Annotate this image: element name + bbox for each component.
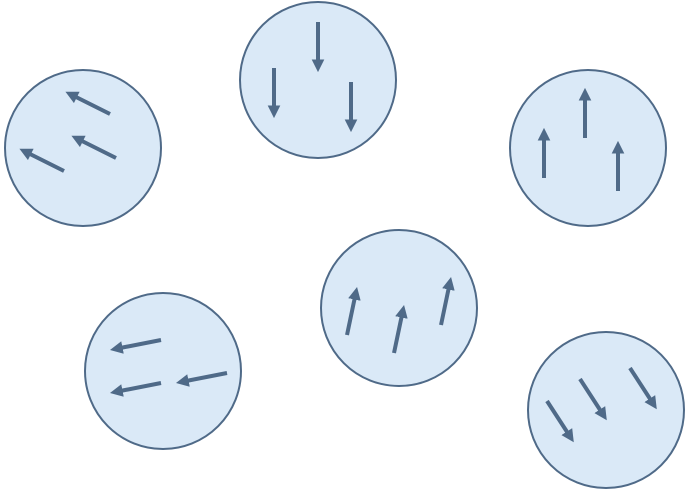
group-2-circle — [239, 1, 397, 159]
group-5 — [84, 292, 242, 450]
group-1-circle — [4, 69, 162, 227]
arrow-left-icon — [109, 381, 162, 397]
arrow-upper-left-icon — [19, 148, 65, 173]
arrow-lower-right-icon — [628, 366, 657, 410]
group-3 — [509, 69, 667, 227]
group-2 — [239, 1, 397, 159]
arrow-upper-left-icon — [65, 91, 111, 116]
group-3-circle — [509, 69, 667, 227]
group-4 — [320, 229, 478, 387]
arrow-up-right-icon — [439, 276, 455, 326]
arrow-left-icon — [109, 338, 162, 354]
arrow-lower-right-icon — [578, 377, 607, 421]
arrow-up-right-icon — [392, 304, 408, 354]
arrow-left-icon — [175, 371, 228, 387]
group-5-circle — [84, 292, 242, 450]
group-1 — [4, 69, 162, 227]
group-4-circle — [320, 229, 478, 387]
arrow-lower-right-icon — [545, 399, 574, 443]
arrow-up-right-icon — [345, 286, 361, 336]
arrow-upper-left-icon — [71, 135, 117, 160]
group-6 — [527, 331, 685, 489]
